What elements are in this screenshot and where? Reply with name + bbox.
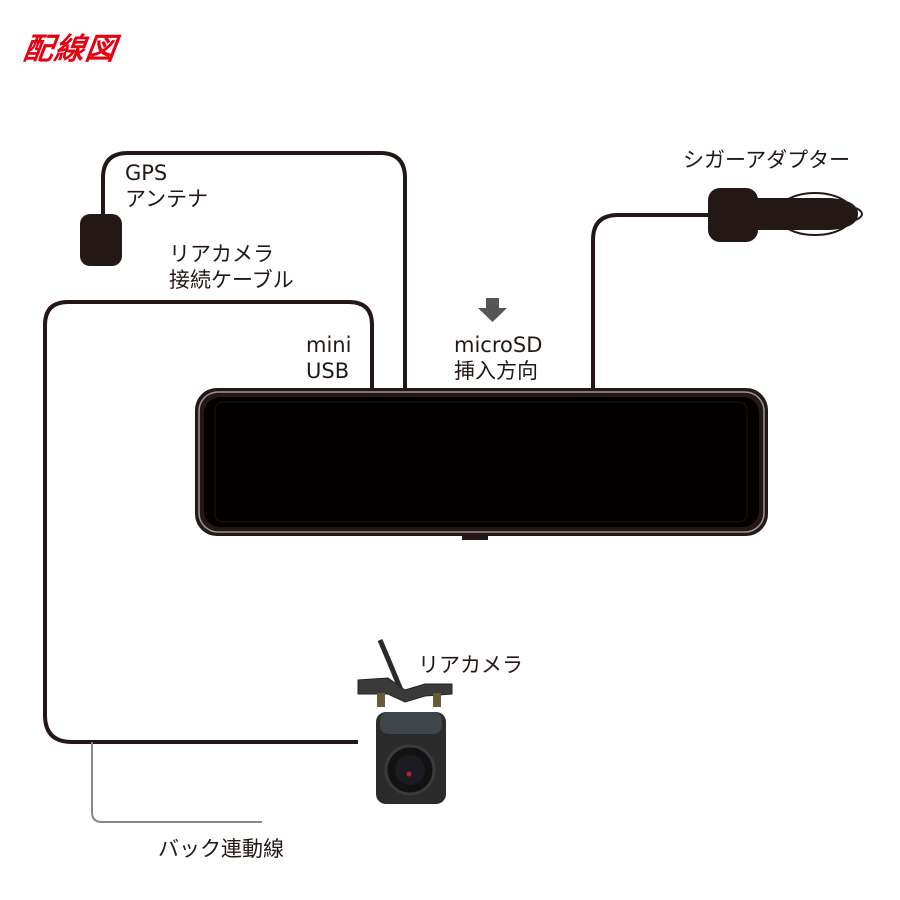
gps-antenna-icon — [80, 214, 122, 266]
rear-camera-cable-label: リアカメラ 接続ケーブル — [169, 242, 294, 292]
gps-cable — [101, 151, 407, 390]
mini-usb-label: mini USB — [306, 333, 352, 383]
reverse-signal-label: バック連動線 — [158, 837, 284, 861]
cigar-adapter-label: シガーアダプター — [683, 148, 851, 172]
cigar-cable — [591, 213, 712, 390]
gps-antenna-label: GPS アンテナ — [125, 161, 209, 211]
mirror-monitor — [195, 388, 768, 540]
cigar-adapter-icon — [708, 188, 863, 242]
rear-camera-cable — [43, 300, 374, 744]
arrow-down-icon — [478, 298, 507, 322]
reverse-signal-line — [91, 742, 262, 823]
rear-camera-icon — [357, 639, 453, 804]
rear-camera-label: リアカメラ — [418, 653, 523, 677]
microsd-label: microSD 挿入方向 — [454, 333, 543, 383]
